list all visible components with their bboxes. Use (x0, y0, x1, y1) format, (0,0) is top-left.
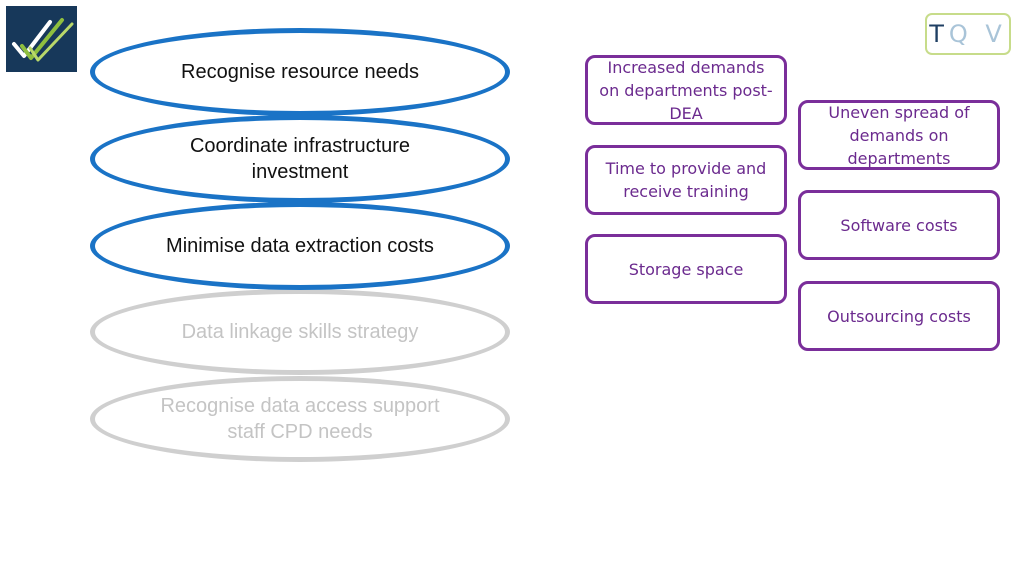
box-outsourcing-costs: Outsourcing costs (798, 281, 1000, 351)
box-label: Uneven spread of demands on departments (828, 102, 970, 168)
box-increased-demands: Increased demands on departments post-DE… (585, 55, 787, 125)
box-storage-space: Storage space (585, 234, 787, 304)
brand-letters-qv: Q V (948, 20, 1007, 48)
brand-letter-t: T (929, 20, 949, 48)
oval-label: Minimise data extraction costs (166, 235, 434, 257)
oval-staff-cpd: Recognise data access support staff CPD … (90, 376, 510, 462)
box-training-time: Time to provide and receive training (585, 145, 787, 215)
oval-label: Coordinate infrastructure investment (189, 135, 411, 183)
oval-data-extraction-costs: Minimise data extraction costs (90, 202, 510, 290)
box-label: Increased demands on departments post-DE… (599, 57, 773, 123)
box-label: Software costs (840, 215, 958, 235)
oval-resource-needs: Recognise resource needs (90, 28, 510, 116)
box-software-costs: Software costs (798, 190, 1000, 260)
box-uneven-spread: Uneven spread of demands on departments (798, 100, 1000, 170)
box-label: Outsourcing costs (827, 306, 971, 326)
oval-skills-strategy: Data linkage skills strategy (90, 289, 510, 375)
organisation-logo (6, 6, 77, 72)
box-label: Time to provide and receive training (605, 159, 767, 201)
box-label: Storage space (628, 259, 744, 279)
checkmarks-logo-icon (12, 18, 74, 62)
oval-label: Data linkage skills strategy (181, 321, 419, 343)
oval-infrastructure-investment: Coordinate infrastructure investment (90, 115, 510, 203)
oval-label: Recognise data access support staff CPD … (160, 395, 440, 443)
oval-label: Recognise resource needs (181, 61, 419, 83)
